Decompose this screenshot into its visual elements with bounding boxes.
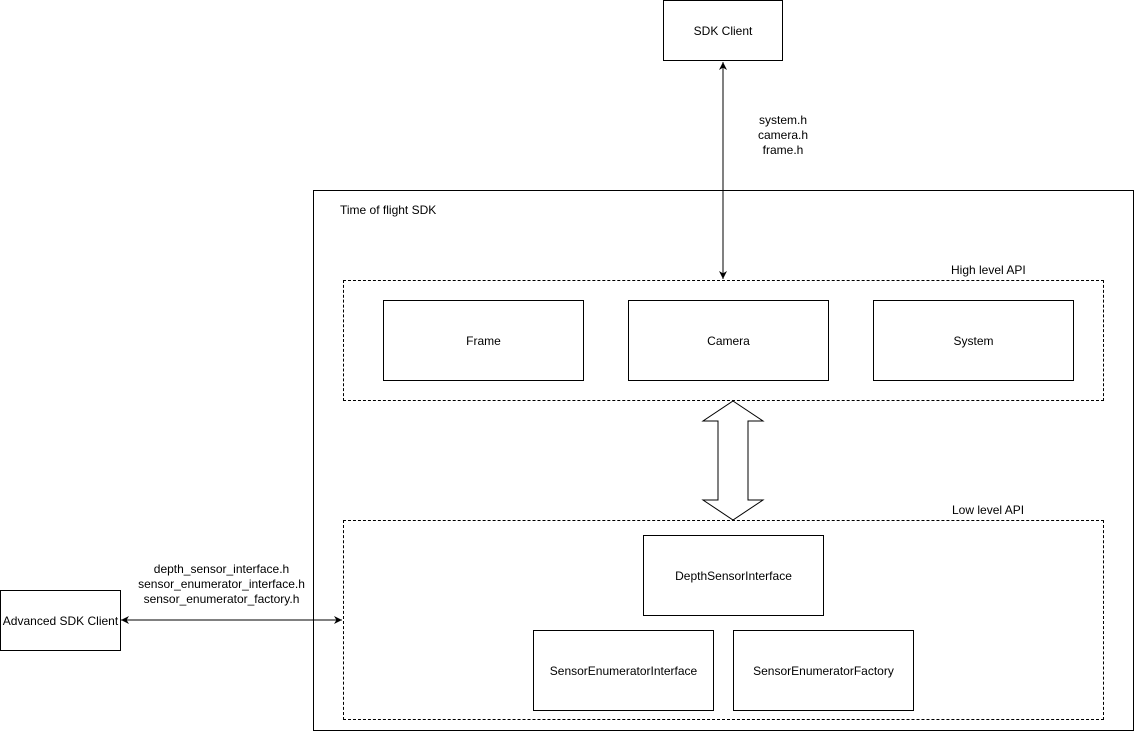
sdk-client-node: SDK Client: [663, 0, 783, 61]
sdk-container-title: Time of flight SDK: [340, 203, 437, 217]
header-file-label: camera.h: [757, 128, 809, 142]
system-node: System: [873, 300, 1074, 381]
sensor-enumerator-interface-node: SensorEnumeratorInterface: [533, 630, 714, 711]
header-file-label: depth_sensor_interface.h: [153, 562, 290, 576]
advanced-sdk-client-node: Advanced SDK Client: [0, 590, 121, 651]
header-file-label: system.h: [758, 113, 807, 127]
low-level-api-title: Low level API: [952, 503, 1025, 517]
header-file-label: frame.h: [762, 143, 804, 157]
client-headers-label: system.h camera.h frame.h: [743, 113, 823, 158]
high-low-double-arrow: [701, 400, 765, 521]
camera-node: Camera: [628, 300, 829, 381]
depth-sensor-interface-node: DepthSensorInterface: [643, 535, 824, 616]
sensor-enumerator-factory-node: SensorEnumeratorFactory: [733, 630, 914, 711]
advanced-headers-label: depth_sensor_interface.h sensor_enumerat…: [130, 562, 313, 607]
low-level-api-group: [343, 520, 1104, 720]
header-file-label: sensor_enumerator_interface.h: [138, 577, 305, 591]
header-file-label: sensor_enumerator_factory.h: [143, 592, 300, 606]
high-level-api-title: High level API: [951, 263, 1026, 277]
frame-node: Frame: [383, 300, 584, 381]
high-level-api-group: [343, 280, 1104, 401]
